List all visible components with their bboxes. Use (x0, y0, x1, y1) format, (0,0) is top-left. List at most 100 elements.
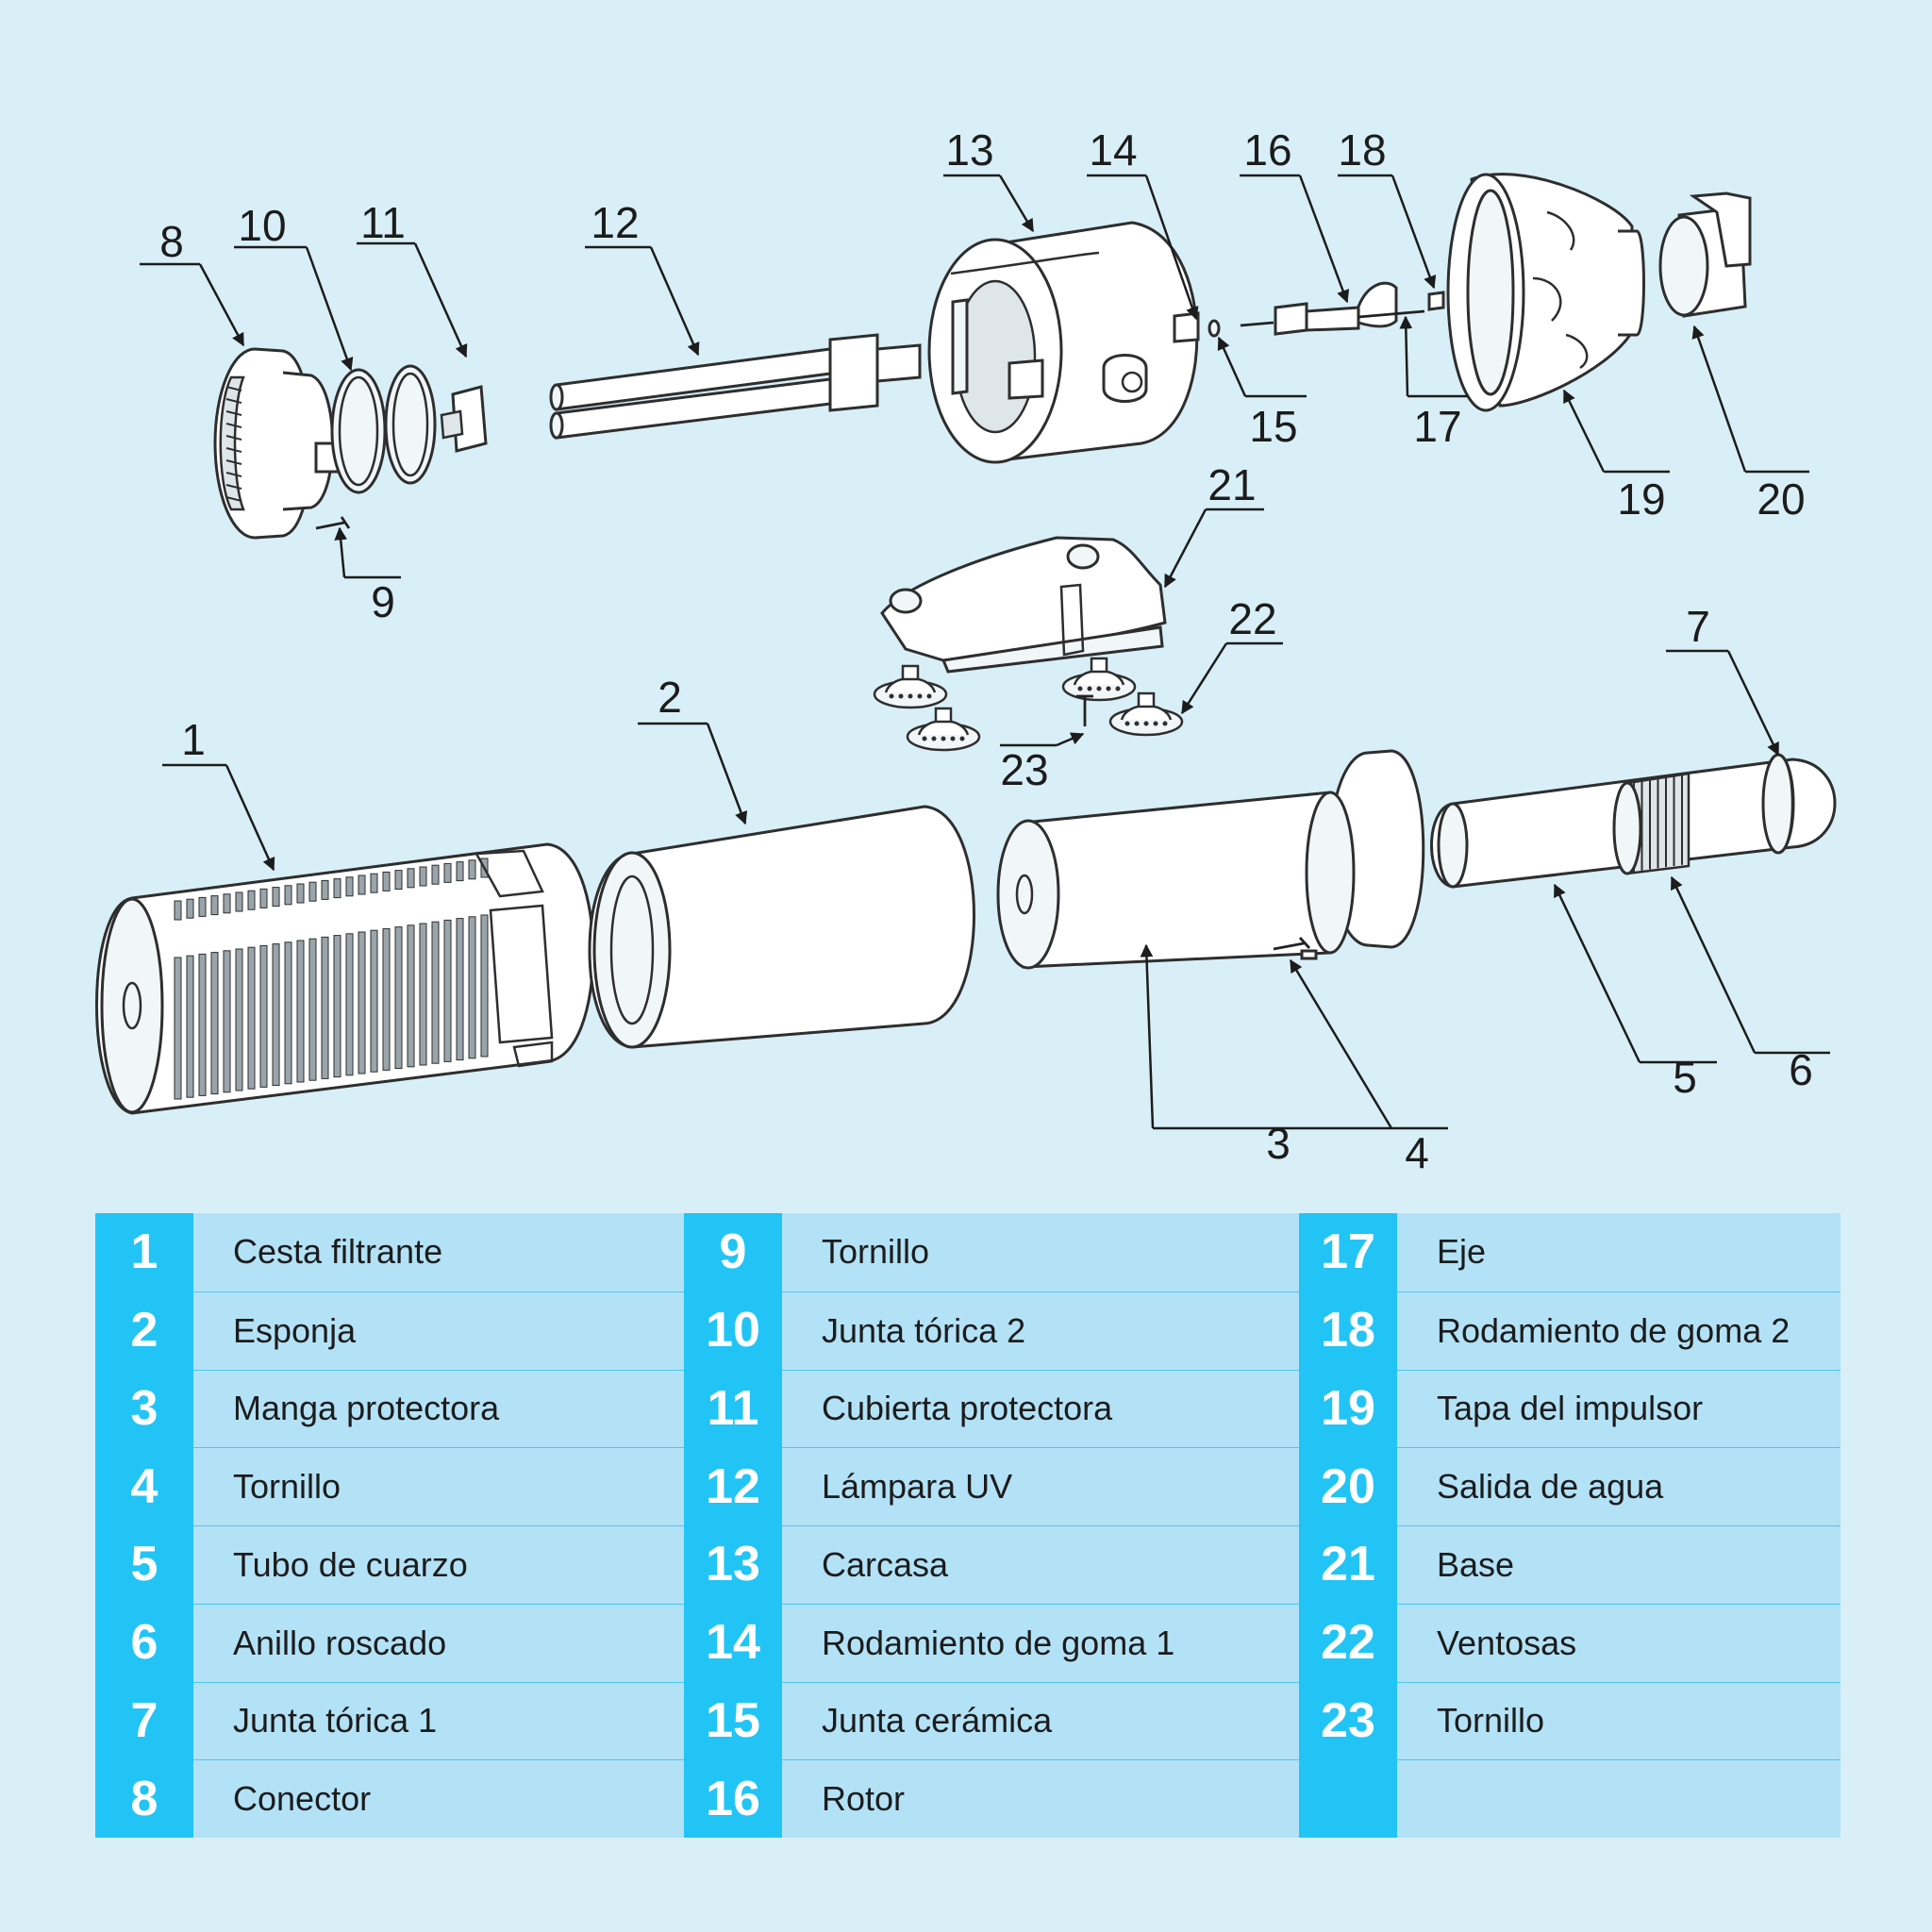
part-rubber-bearing-2 (1427, 291, 1445, 311)
basket-slot (431, 864, 440, 885)
suction-cup-dot (1096, 686, 1102, 691)
basket-slot (235, 891, 243, 912)
part-name-empty (1397, 1759, 1840, 1838)
part-name: Lámpara UV (782, 1447, 1299, 1525)
leader-arrow (1691, 325, 1747, 473)
suction-cup-dot (959, 736, 965, 741)
leader-arrow (1670, 875, 1757, 1054)
part-number: 1 (95, 1213, 193, 1291)
basket-slot (468, 916, 476, 1059)
basket-slot (174, 900, 182, 921)
exploded-diagram: 1 2 3 4 5 6 7 8 9 10 11 12 13 14 15 16 1… (95, 125, 1837, 1177)
basket-slot (370, 929, 378, 1073)
callout-6: 6 (1789, 1045, 1813, 1094)
basket-slot (186, 955, 194, 1098)
basket-slot (431, 921, 440, 1064)
part-name: Tornillo (193, 1447, 684, 1525)
part-number: 16 (684, 1759, 782, 1838)
callout-3: 3 (1266, 1119, 1291, 1168)
part-suction-cups (873, 657, 1184, 752)
callout-7: 7 (1686, 602, 1710, 651)
part-name: Tornillo (1397, 1681, 1840, 1760)
part-number: 20 (1299, 1447, 1397, 1525)
leader-arrow (998, 175, 1035, 233)
basket-slot (259, 888, 268, 908)
part-uv-lamp (549, 333, 922, 440)
part-number-empty (1299, 1759, 1397, 1838)
basket-slot (407, 924, 415, 1068)
suction-cup-dot (931, 736, 937, 741)
basket-slot (186, 898, 194, 919)
suction-cup-dot (917, 693, 923, 699)
suction-cup-dot (898, 693, 904, 699)
basket-slot (308, 938, 317, 1081)
part-number: 10 (684, 1291, 782, 1370)
part-screw-23 (1076, 694, 1093, 726)
part-name: Anillo roscado (193, 1603, 684, 1682)
basket-slot (345, 876, 354, 897)
part-housing (927, 221, 1200, 464)
part-protective-cover (440, 385, 488, 453)
basket-slot (333, 878, 341, 899)
callout-16: 16 (1243, 125, 1291, 175)
basket-slot (321, 879, 329, 900)
basket-slot (394, 926, 403, 1070)
part-number: 13 (684, 1525, 782, 1604)
part-number: 3 (95, 1369, 193, 1448)
part-number: 7 (95, 1681, 193, 1760)
basket-slot (382, 927, 391, 1071)
part-number: 19 (1299, 1369, 1397, 1448)
part-name: Esponja (193, 1291, 684, 1370)
suction-cup-knob (1090, 657, 1108, 674)
part-number: 2 (95, 1291, 193, 1370)
connector-thread (225, 435, 242, 441)
callout-18: 18 (1338, 125, 1386, 175)
basket-slot (259, 944, 268, 1088)
leader-arrow (1163, 508, 1208, 589)
suction-cup-knob (901, 664, 920, 681)
leader-arrow (334, 526, 348, 578)
basket-slot (235, 948, 243, 1091)
basket-slot (480, 914, 489, 1058)
part-o-ring-1 (1761, 753, 1795, 855)
part-name: Cesta filtrante (193, 1213, 684, 1291)
part-name: Tubo de cuarzo (193, 1525, 684, 1604)
callout-14: 14 (1089, 125, 1137, 175)
callout-22: 22 (1228, 594, 1276, 643)
suction-cup-dot (922, 736, 927, 741)
part-name: Junta tórica 1 (193, 1681, 684, 1760)
connector-thread (225, 484, 242, 490)
basket-slot (358, 931, 366, 1074)
connector-thread (225, 447, 242, 453)
suction-cup-knob (934, 707, 953, 724)
suction-cup-dot (1087, 686, 1092, 691)
part-name: Cubierta protectora (782, 1369, 1299, 1448)
basket-slot (210, 895, 219, 916)
leader-arrow (413, 242, 468, 358)
part-number: 22 (1299, 1603, 1397, 1682)
part-rotor (1240, 281, 1398, 336)
basket-slot (284, 885, 292, 906)
part-number: 21 (1299, 1525, 1397, 1604)
leader-arrow (1289, 958, 1393, 1129)
suction-cup-dot (926, 693, 932, 699)
basket-slot (247, 946, 256, 1090)
basket-slot (345, 933, 354, 1076)
callout-11: 11 (360, 198, 406, 247)
callout-1: 1 (181, 715, 206, 764)
callout-12: 12 (591, 198, 639, 247)
part-number: 18 (1299, 1291, 1397, 1370)
basket-slot (296, 883, 305, 904)
connector-thread (225, 496, 242, 502)
leader-arrow (1399, 315, 1413, 397)
